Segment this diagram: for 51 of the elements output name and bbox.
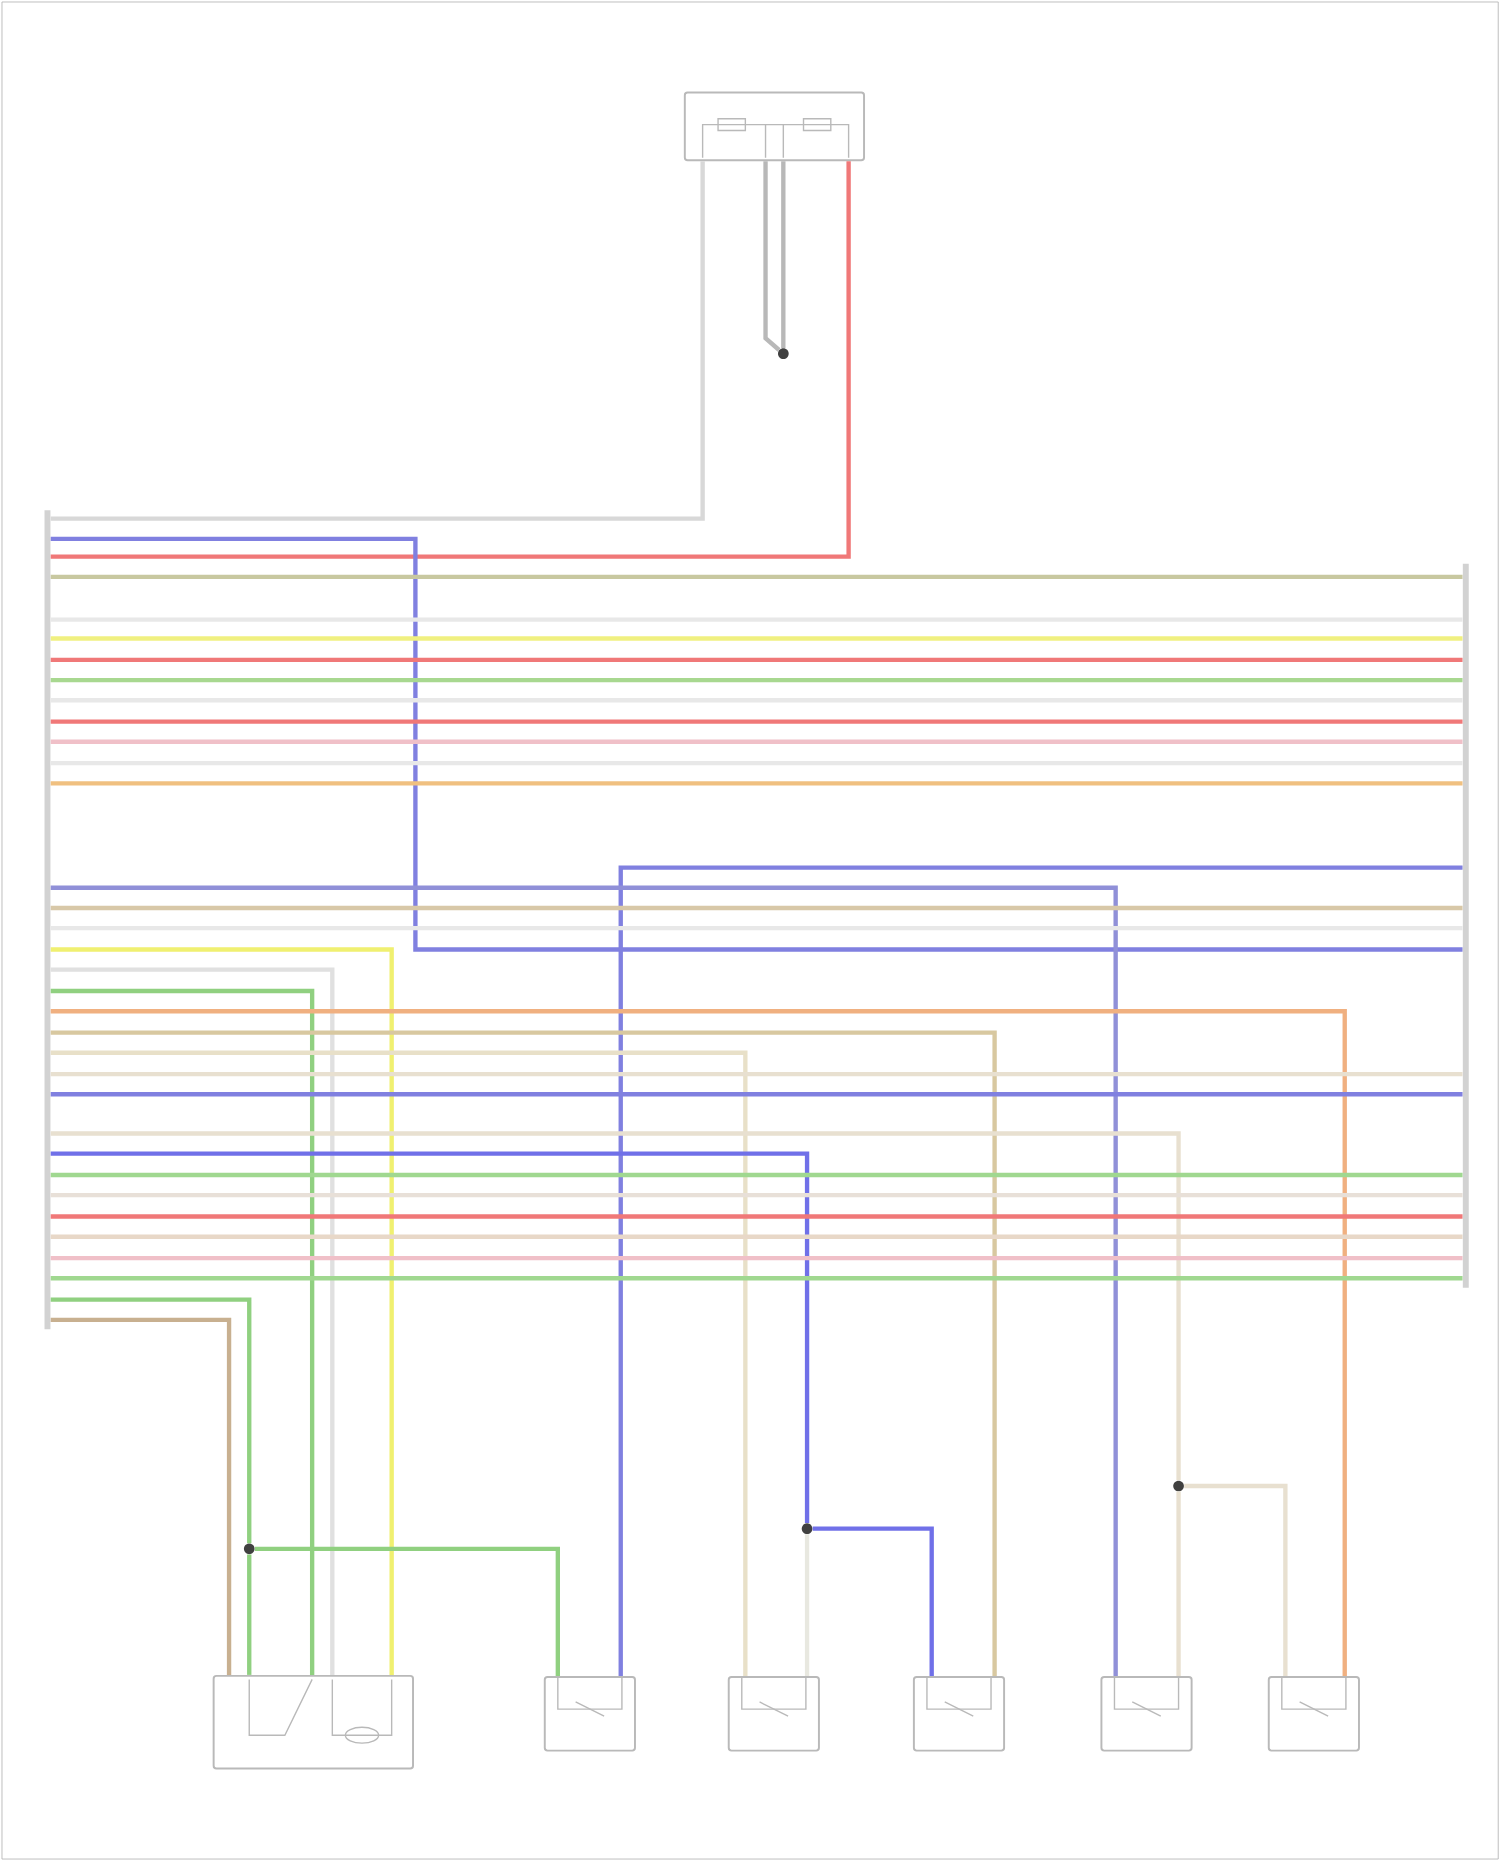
wire (812, 1526, 934, 1677)
wire (50, 1193, 1463, 1198)
actuator-box (212, 1674, 414, 1770)
wire (50, 161, 705, 521)
ground-point (777, 348, 789, 360)
wire (1184, 1483, 1288, 1677)
wire (254, 1546, 560, 1677)
wire (50, 1297, 252, 1544)
wire (50, 1071, 1463, 1077)
wire (50, 1030, 997, 1677)
wire (50, 1131, 1181, 1481)
connector-bar (1462, 563, 1469, 1288)
wire (50, 161, 851, 559)
sensor-box (727, 1676, 820, 1752)
sensor-box (1100, 1676, 1193, 1752)
wire (618, 865, 1463, 1677)
wire (50, 1276, 1463, 1281)
sensor-box (912, 1676, 1005, 1752)
connector-bar (44, 510, 51, 1330)
sensor-box (543, 1676, 636, 1752)
wire (50, 925, 1463, 931)
wire (50, 1172, 1463, 1178)
sensor-box (1267, 1676, 1360, 1752)
wire (50, 1151, 810, 1524)
wire (50, 947, 394, 1675)
wire (50, 574, 1463, 579)
wire (50, 1255, 1463, 1261)
wire (50, 739, 1463, 744)
wire (763, 161, 781, 352)
wire (50, 719, 1463, 724)
wire (50, 1234, 1463, 1239)
wire (50, 657, 1463, 663)
wire (246, 1554, 252, 1675)
wire (50, 885, 1118, 1677)
wire (50, 1317, 232, 1675)
wire (50, 1092, 1463, 1097)
wire (804, 1534, 810, 1677)
wire (50, 677, 1463, 683)
wire (50, 781, 1463, 786)
wire (1176, 1491, 1181, 1677)
wire (50, 636, 1463, 641)
wire (50, 1214, 1463, 1219)
wire (50, 698, 1463, 703)
component-box (683, 91, 865, 162)
wire (50, 536, 1463, 952)
wire (50, 905, 1463, 911)
wire (50, 761, 1463, 766)
wire (50, 1050, 748, 1677)
wire (50, 1009, 1347, 1677)
wire (50, 617, 1463, 622)
wire (781, 161, 786, 349)
